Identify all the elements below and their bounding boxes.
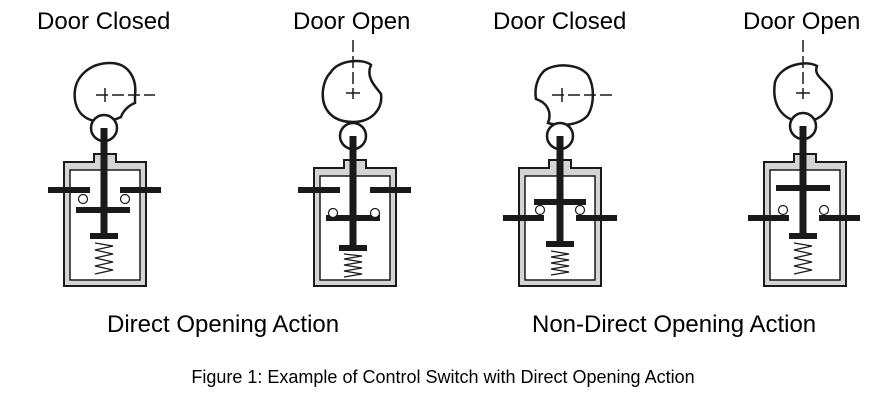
panel-2-diagram bbox=[298, 40, 411, 287]
panel-1-label: Door Closed bbox=[37, 8, 171, 35]
panel-3-label: Door Closed bbox=[493, 8, 627, 35]
panel-4-diagram bbox=[748, 40, 860, 287]
panel-2-label: Door Open bbox=[293, 8, 411, 35]
group-label-direct: Direct Opening Action bbox=[107, 311, 340, 338]
panel-1-diagram bbox=[48, 61, 161, 287]
group-label-non-direct: Non-Direct Opening Action bbox=[532, 311, 817, 338]
panel-3-diagram bbox=[503, 64, 617, 287]
panel-4-label: Door Open bbox=[743, 8, 861, 35]
figure-caption: Figure 1: Example of Control Switch with… bbox=[191, 367, 695, 387]
